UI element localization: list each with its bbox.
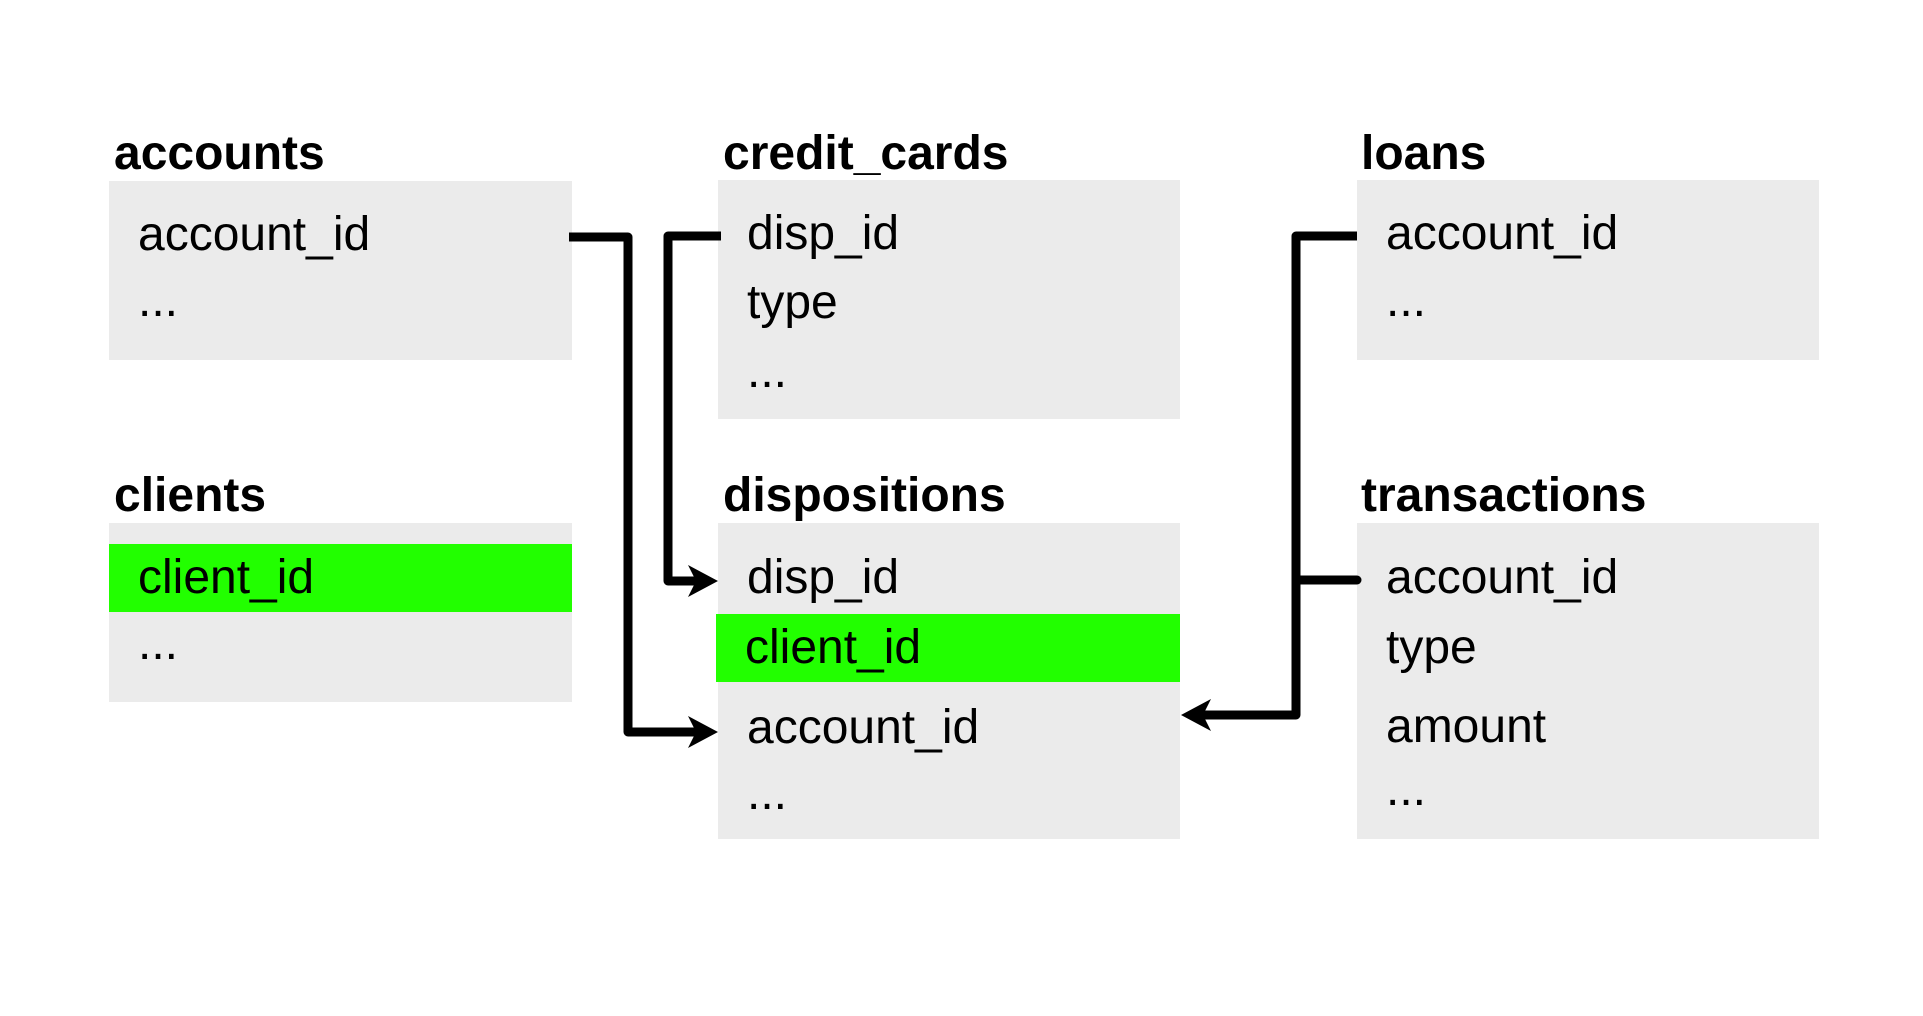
field-transactions-ellipsis: ... (1386, 763, 1427, 816)
table-title-clients: clients (114, 469, 267, 522)
field-clients-client-id: client_id (109, 544, 572, 612)
field-dispositions-client-id: client_id (716, 614, 1180, 682)
field-credit-cards-type: type (747, 276, 838, 329)
table-title-transactions: transactions (1361, 469, 1647, 522)
connector-loans-to-dispositions (1201, 231, 1357, 720)
table-clients: client_id ... (109, 523, 572, 702)
field-loans-account-id: account_id (1386, 207, 1619, 260)
table-credit-cards: disp_id type ... (718, 180, 1180, 419)
arrow-accounts-to-dispositions (688, 716, 718, 748)
table-title-accounts: accounts (114, 127, 325, 180)
field-transactions-account-id: account_id (1386, 551, 1619, 604)
arrow-loans-transactions-to-dispositions (1181, 699, 1211, 731)
field-transactions-amount: amount (1386, 700, 1547, 753)
table-title-credit-cards: credit_cards (723, 127, 1009, 180)
connector-credit-cards-to-dispositions (663, 231, 721, 586)
field-accounts-ellipsis: ... (138, 274, 179, 327)
field-clients-ellipsis: ... (138, 617, 179, 670)
field-transactions-type: type (1386, 621, 1477, 674)
table-accounts: account_id ... (109, 181, 572, 360)
table-dispositions: disp_id client_id account_id ... (716, 523, 1180, 839)
arrow-credit-cards-to-dispositions (688, 565, 718, 597)
field-accounts-account-id: account_id (138, 208, 371, 261)
table-loans: account_id ... (1357, 180, 1819, 360)
field-dispositions-disp-id: disp_id (747, 551, 900, 604)
field-credit-cards-disp-id: disp_id (747, 207, 900, 260)
field-loans-ellipsis: ... (1386, 274, 1427, 327)
field-credit-cards-ellipsis: ... (747, 345, 788, 398)
connector-accounts-to-dispositions (569, 232, 696, 737)
field-dispositions-ellipsis: ... (747, 767, 788, 820)
table-title-loans: loans (1361, 127, 1487, 180)
table-title-dispositions: dispositions (723, 469, 1006, 522)
field-dispositions-account-id: account_id (747, 701, 980, 754)
table-transactions: account_id type amount ... (1357, 523, 1819, 839)
